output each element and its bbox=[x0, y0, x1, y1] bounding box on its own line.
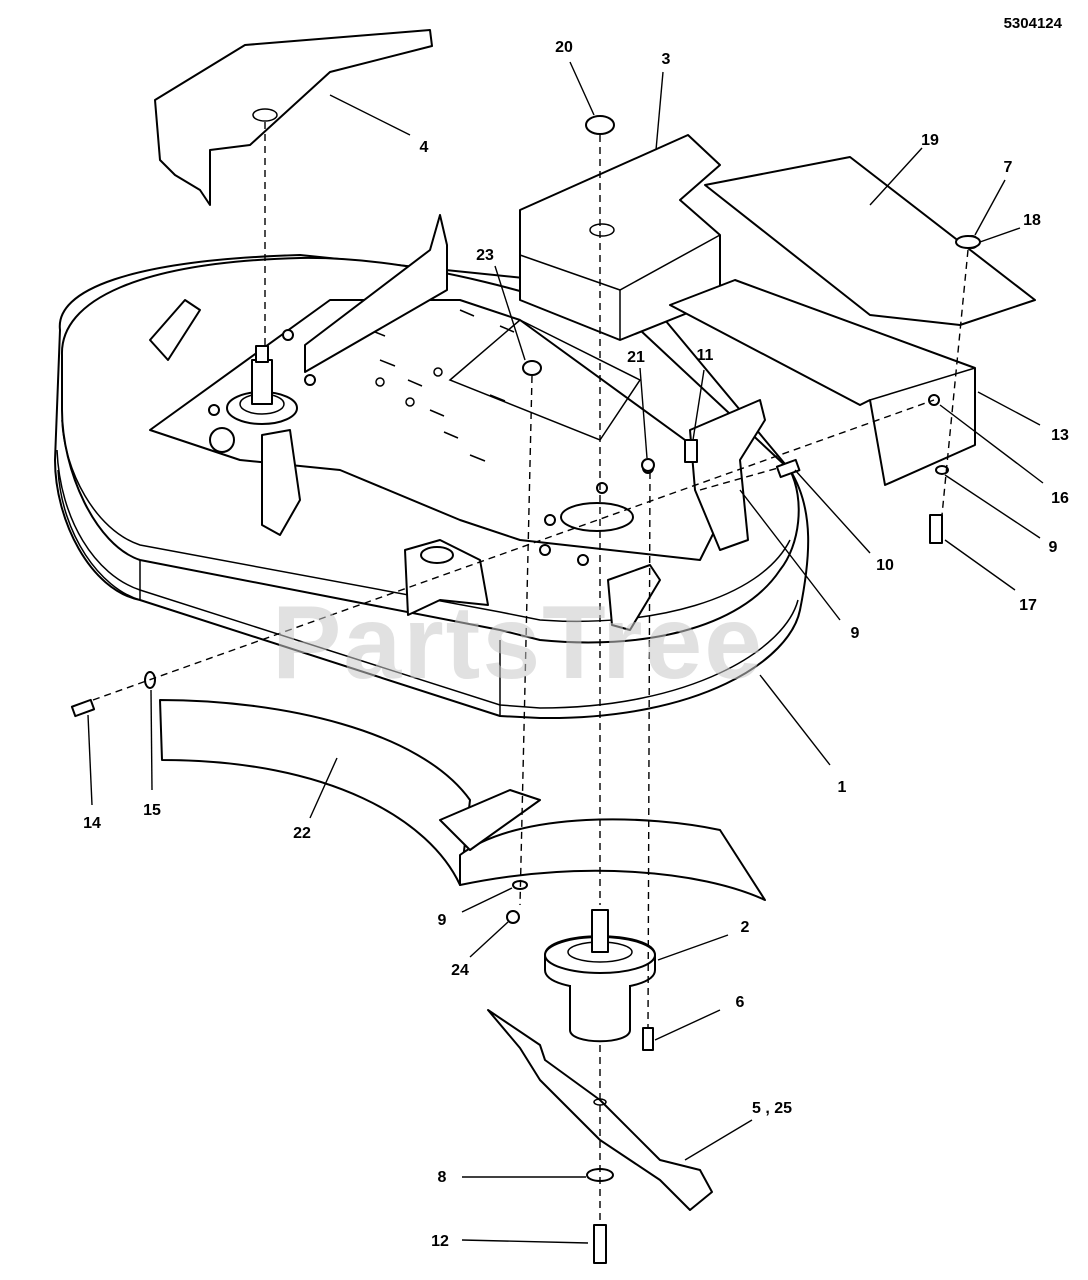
callout-7: 7 bbox=[1004, 159, 1013, 176]
callout-9-right: 9 bbox=[1049, 539, 1058, 556]
callout-5-25: 5 , 25 bbox=[752, 1100, 792, 1117]
watermark: PartsTree bbox=[272, 585, 764, 701]
callout-1: 1 bbox=[838, 779, 847, 796]
callout-18: 18 bbox=[1023, 212, 1041, 229]
washer-9a bbox=[935, 465, 949, 475]
clip-11 bbox=[684, 439, 698, 463]
diagram-id: 5304124 bbox=[1004, 15, 1063, 32]
callout-15: 15 bbox=[143, 802, 161, 819]
mower-deck-housing bbox=[54, 214, 810, 720]
callout-10: 10 bbox=[876, 557, 894, 574]
callout-22: 22 bbox=[293, 825, 311, 842]
callout-16: 16 bbox=[1051, 490, 1069, 507]
washer-18 bbox=[955, 235, 981, 249]
callout-9-lower: 9 bbox=[438, 912, 447, 929]
bolt-14 bbox=[70, 698, 96, 718]
callout-6: 6 bbox=[736, 994, 745, 1011]
callout-24: 24 bbox=[451, 962, 469, 979]
belt-cover-left bbox=[154, 29, 433, 206]
callout-20: 20 bbox=[555, 39, 573, 56]
plug-20 bbox=[585, 115, 615, 135]
bracket-13 bbox=[669, 279, 976, 486]
callout-labels: 1 2 3 4 5 , 25 6 7 8 9 9 9 10 11 12 13 1… bbox=[83, 39, 1069, 1250]
assembly-lines bbox=[92, 122, 969, 1225]
callout-4: 4 bbox=[420, 139, 429, 156]
callout-21: 21 bbox=[627, 349, 645, 366]
push-pin-23 bbox=[522, 360, 542, 376]
nut-21 bbox=[641, 458, 655, 472]
callout-8: 8 bbox=[438, 1169, 447, 1186]
callout-9-middle: 9 bbox=[851, 625, 860, 642]
bolt-6 bbox=[642, 1027, 654, 1051]
callout-23: 23 bbox=[476, 247, 494, 264]
bolt-17 bbox=[929, 514, 943, 544]
callout-19: 19 bbox=[921, 132, 939, 149]
callout-14: 14 bbox=[83, 815, 101, 832]
callout-12: 12 bbox=[431, 1233, 449, 1250]
callout-13: 13 bbox=[1051, 427, 1069, 444]
bolt-10 bbox=[775, 458, 801, 479]
callout-3: 3 bbox=[662, 51, 671, 68]
callout-17: 17 bbox=[1019, 597, 1037, 614]
callout-11: 11 bbox=[697, 347, 714, 364]
spindle-assembly bbox=[544, 909, 656, 1043]
plate-19 bbox=[704, 156, 1036, 326]
belt-cover-center bbox=[519, 134, 721, 341]
bolt-12 bbox=[593, 1224, 607, 1264]
nut-24 bbox=[506, 910, 520, 924]
callout-leaders bbox=[87, 61, 1044, 1244]
baffle-22 bbox=[159, 699, 766, 901]
callout-2: 2 bbox=[741, 919, 750, 936]
